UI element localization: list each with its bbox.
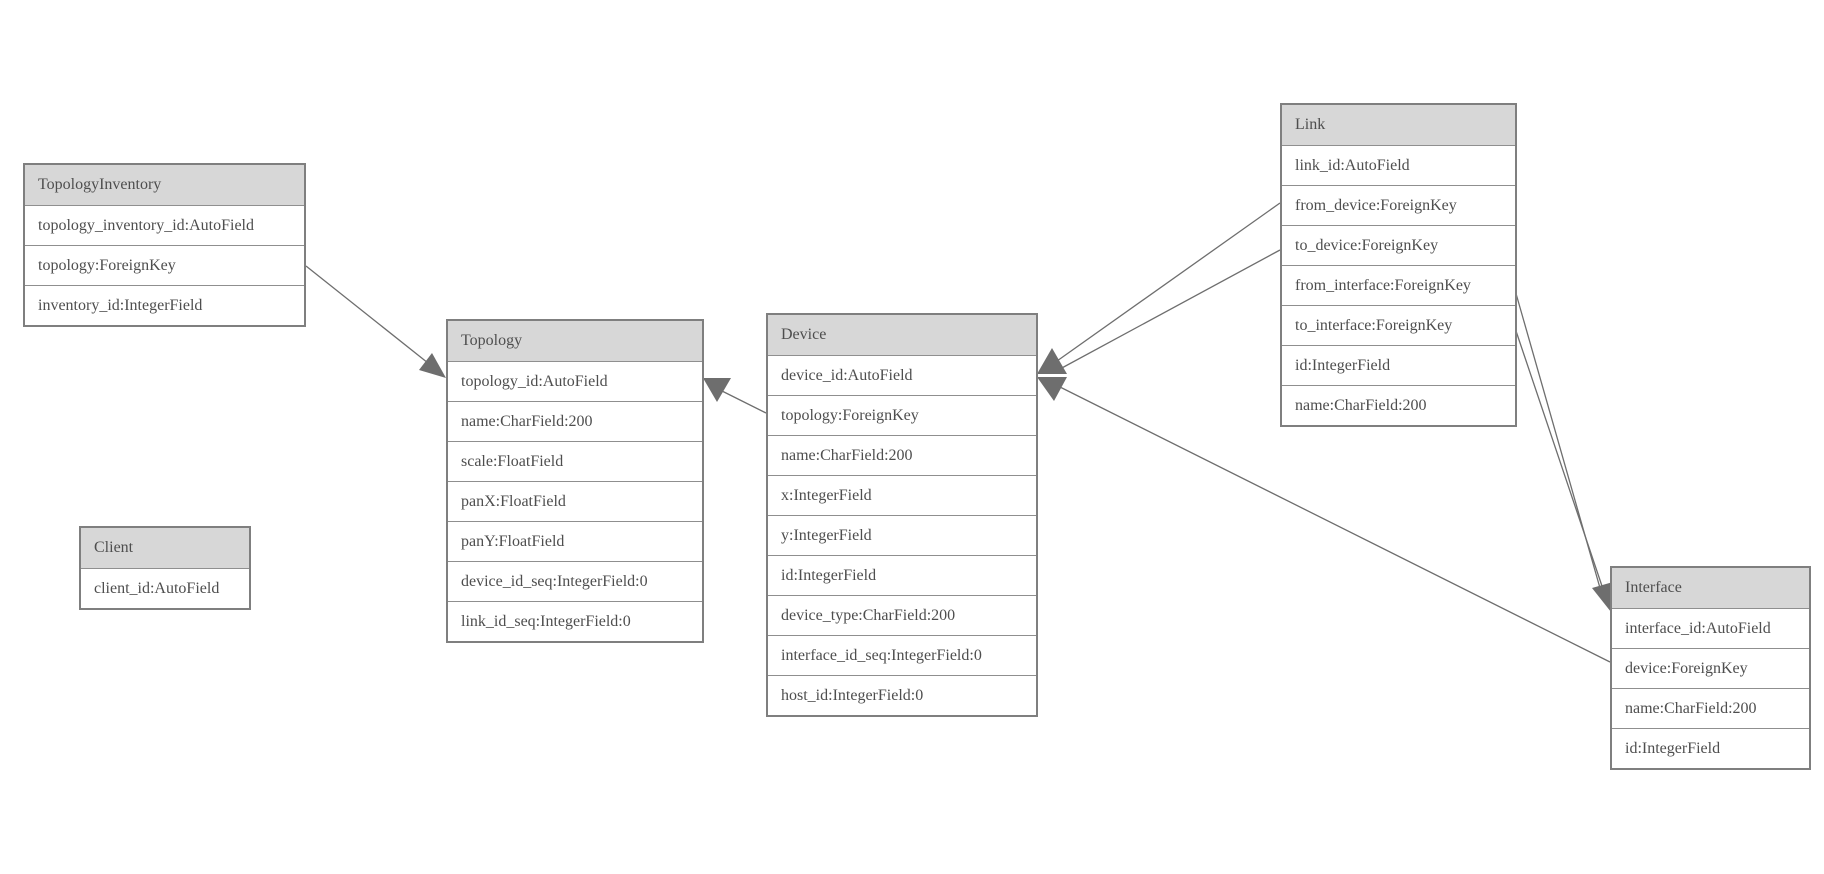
field-row: id:IntegerField [768, 555, 1036, 595]
field-row: interface_id:AutoField [1612, 608, 1809, 648]
arrowhead-into-device-upper [1037, 348, 1067, 374]
field-row: name:CharField:200 [1612, 688, 1809, 728]
field-row: name:CharField:200 [768, 435, 1036, 475]
field-row: topology:ForeignKey [768, 395, 1036, 435]
field-row: panY:FloatField [448, 521, 702, 561]
entity-interface: Interface interface_id:AutoField device:… [1610, 566, 1811, 770]
edge-device-topology [719, 389, 767, 414]
field-row: host_id:IntegerField:0 [768, 675, 1036, 715]
entity-link: Link link_id:AutoField from_device:Forei… [1280, 103, 1517, 427]
arrowhead-into-device-lower [1037, 377, 1067, 401]
field-row: name:CharField:200 [448, 401, 702, 441]
arrowhead-into-topology-right [703, 378, 731, 402]
field-row: topology:ForeignKey [25, 245, 304, 285]
field-row: scale:FloatField [448, 441, 702, 481]
field-row: interface_id_seq:IntegerField:0 [768, 635, 1036, 675]
arrowhead-into-interface [1592, 582, 1613, 612]
field-row: device_id_seq:IntegerField:0 [448, 561, 702, 601]
field-row: y:IntegerField [768, 515, 1036, 555]
field-row: inventory_id:IntegerField [25, 285, 304, 325]
field-row: from_interface:ForeignKey [1282, 265, 1515, 305]
arrowhead-into-topology-left [419, 353, 446, 378]
edge-link-to-device [1059, 249, 1281, 370]
entity-header: TopologyInventory [25, 165, 304, 205]
field-row: id:IntegerField [1282, 345, 1515, 385]
field-row: panX:FloatField [448, 481, 702, 521]
entity-topologyinventory: TopologyInventory topology_inventory_id:… [23, 163, 306, 327]
entity-header: Link [1282, 105, 1515, 145]
edge-interface-device [1059, 386, 1611, 663]
edge-link-from-device [1056, 202, 1281, 362]
field-row: link_id_seq:IntegerField:0 [448, 601, 702, 641]
entity-device: Device device_id:AutoField topology:Fore… [766, 313, 1038, 717]
edge-link-to-interface [1514, 327, 1605, 593]
field-row: to_device:ForeignKey [1282, 225, 1515, 265]
field-row: topology_id:AutoField [448, 361, 702, 401]
entity-topology: Topology topology_id:AutoField name:Char… [446, 319, 704, 643]
field-row: x:IntegerField [768, 475, 1036, 515]
entity-client: Client client_id:AutoField [79, 526, 251, 610]
entity-header: Client [81, 528, 249, 568]
field-row: link_id:AutoField [1282, 145, 1515, 185]
field-row: device_type:CharField:200 [768, 595, 1036, 635]
field-row: to_interface:ForeignKey [1282, 305, 1515, 345]
entity-header: Interface [1612, 568, 1809, 608]
field-row: device:ForeignKey [1612, 648, 1809, 688]
field-row: client_id:AutoField [81, 568, 249, 608]
entity-header: Device [768, 315, 1036, 355]
field-row: from_device:ForeignKey [1282, 185, 1515, 225]
field-row: topology_inventory_id:AutoField [25, 205, 304, 245]
edge-topologyinventory-topology [305, 265, 429, 364]
field-row: name:CharField:200 [1282, 385, 1515, 425]
field-row: id:IntegerField [1612, 728, 1809, 768]
field-row: device_id:AutoField [768, 355, 1036, 395]
entity-header: Topology [448, 321, 702, 361]
